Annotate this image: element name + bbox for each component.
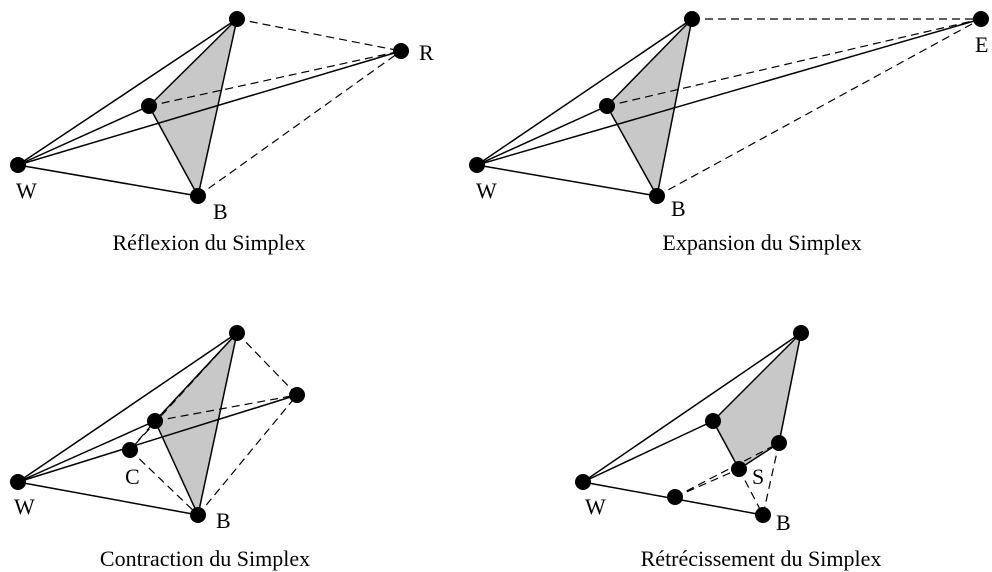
vertex-reflect — [289, 387, 305, 403]
dashed-b-e — [656, 18, 982, 197]
edge-w-b — [17, 481, 199, 516]
vertex-b — [755, 507, 771, 523]
vertex-a — [667, 489, 683, 505]
label-r: R — [419, 40, 434, 65]
vertex-b — [190, 507, 206, 523]
simplex-face — [148, 16, 239, 199]
vertex-mid — [705, 413, 721, 429]
label-b: B — [671, 196, 686, 221]
vertex-w — [10, 474, 26, 490]
vertex-e — [973, 11, 989, 27]
vertex-w — [469, 157, 485, 173]
panel-reflection: W B R Réflexion du Simplex — [10, 11, 434, 255]
edge-w-r — [17, 50, 402, 166]
dashed-mid-e — [606, 18, 982, 107]
vertex-w — [10, 157, 26, 173]
label-w: W — [585, 494, 606, 519]
panel-contraction: W B C Contraction du Simplex — [10, 325, 310, 571]
edge-w-mid — [476, 105, 608, 166]
label-e: E — [975, 32, 988, 57]
dashed-mid-r — [148, 50, 402, 107]
label-w: W — [476, 178, 497, 203]
dashed-a-s2 — [674, 442, 780, 498]
label-c: C — [125, 464, 140, 489]
edge-w-top — [17, 332, 238, 483]
caption-expansion: Expansion du Simplex — [662, 230, 861, 255]
edge-w-e — [476, 18, 982, 166]
label-b: B — [213, 199, 228, 224]
label-w: W — [14, 494, 35, 519]
vertex-s2 — [771, 435, 787, 451]
panel-shrink: W B S Rétrécissement du Simplex — [575, 325, 881, 571]
label-b: B — [216, 508, 231, 533]
dashed-s-b — [738, 468, 764, 516]
edge-w-mid — [17, 420, 156, 483]
simplex-face — [712, 330, 803, 471]
vertex-b — [649, 188, 665, 204]
dashed-top-c — [129, 332, 238, 451]
vertex-mid — [141, 98, 157, 114]
edge-w-top — [17, 18, 238, 166]
dashed-s2-b — [762, 442, 780, 516]
vertex-top — [229, 11, 245, 27]
edge-w-top — [582, 332, 802, 483]
label-w: W — [16, 178, 37, 203]
dashed-b-r — [197, 50, 402, 197]
caption-shrink: Rétrécissement du Simplex — [641, 546, 882, 571]
edge-w-reflect — [17, 394, 298, 483]
vertex-top — [229, 325, 245, 341]
edge-w-top — [476, 18, 693, 166]
simplex-face — [606, 16, 694, 199]
edge-w-mid — [582, 420, 714, 483]
vertex-s — [731, 461, 747, 477]
edge-w-b — [476, 164, 658, 197]
vertex-b — [190, 188, 206, 204]
vertex-top — [684, 11, 700, 27]
vertex-mid — [599, 98, 615, 114]
dashed-c-b — [129, 449, 199, 516]
label-b: B — [776, 510, 791, 535]
vertex-mid — [147, 413, 163, 429]
caption-contraction: Contraction du Simplex — [100, 546, 310, 571]
dashed-a-s — [674, 468, 740, 498]
panel-expansion: W B E Expansion du Simplex — [469, 11, 989, 255]
edge-w-b — [17, 164, 199, 197]
dashed-top-reflect — [236, 332, 298, 396]
caption-reflection: Réflexion du Simplex — [112, 230, 305, 255]
dashed-top-r — [236, 18, 402, 52]
vertex-w — [575, 474, 591, 490]
dashed-mid-reflect — [154, 394, 298, 422]
vertex-r — [393, 43, 409, 59]
vertex-c — [122, 442, 138, 458]
simplex-face — [154, 330, 239, 518]
vertex-top — [793, 325, 809, 341]
label-s: S — [752, 464, 764, 489]
edge-w-mid — [17, 105, 150, 166]
